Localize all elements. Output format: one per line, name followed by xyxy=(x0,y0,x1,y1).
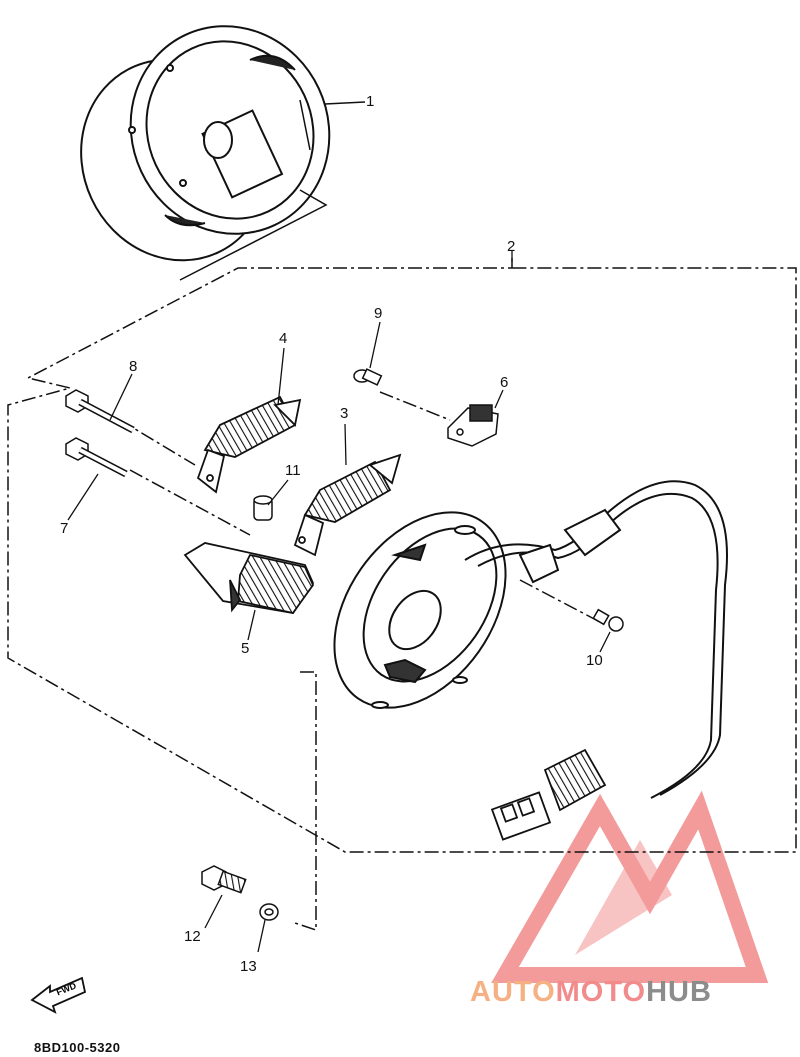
callout-7: 7 xyxy=(60,520,69,537)
wire-connector xyxy=(490,748,607,841)
callout-leaders xyxy=(67,250,611,953)
callout-2: 2 xyxy=(507,238,516,255)
callout-9: 9 xyxy=(374,305,383,322)
callout-10: 10 xyxy=(586,652,603,669)
watermark-part-2: MOTO xyxy=(555,976,647,1008)
callout-12: 12 xyxy=(184,928,201,945)
fwd-arrow-icon xyxy=(30,976,87,1014)
assembly-dashed-outline xyxy=(7,258,797,932)
watermark-text: AUTOMOTOHUB xyxy=(470,976,712,1009)
bolt-12 xyxy=(201,865,247,894)
callout-13: 13 xyxy=(240,958,257,975)
bolt-8 xyxy=(65,389,135,434)
callout-5: 5 xyxy=(241,640,250,657)
coil-3 xyxy=(293,453,402,557)
coil-5 xyxy=(183,542,315,615)
spacer-11 xyxy=(253,495,273,521)
callout-8: 8 xyxy=(129,358,138,375)
callout-6: 6 xyxy=(500,374,509,391)
callout-11: 11 xyxy=(285,462,301,479)
callout-3: 3 xyxy=(340,405,349,422)
drawing-code: 8BD100-5320 xyxy=(34,1040,121,1055)
wiring-harness xyxy=(464,480,728,799)
flywheel-rotor xyxy=(80,25,331,262)
washer-13 xyxy=(259,903,279,921)
screw-10 xyxy=(592,608,624,632)
coil-4 xyxy=(196,395,302,494)
stator-base-plate xyxy=(333,511,507,709)
watermark-part-1: AUTO xyxy=(470,976,556,1008)
screw-9 xyxy=(353,368,383,386)
rotor-leader-line xyxy=(179,101,366,281)
bolt-7 xyxy=(65,437,128,478)
pickup-coil-6 xyxy=(447,404,499,447)
callout-4: 4 xyxy=(279,330,288,347)
watermark-part-3: HUB xyxy=(646,976,712,1008)
watermark-logo xyxy=(491,790,769,983)
callout-1: 1 xyxy=(366,93,375,110)
